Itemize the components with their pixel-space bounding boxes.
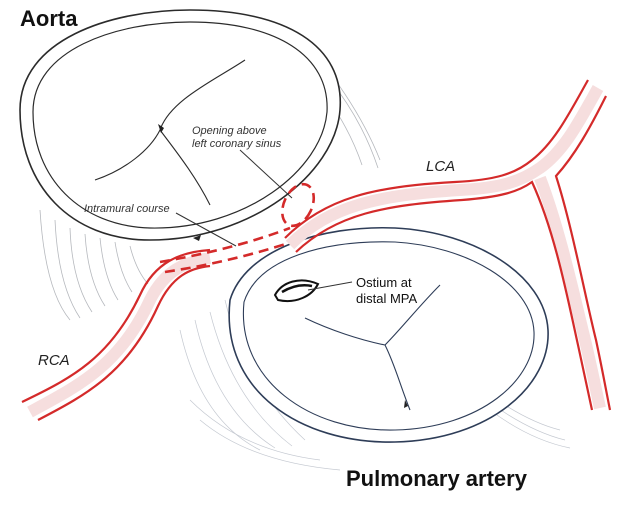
opening-annotation: Opening above left coronary sinus [192, 125, 281, 151]
rca-vessel [21, 248, 212, 421]
ostium-annotation-line2: distal MPA [356, 291, 418, 306]
aorta-label: Aorta [20, 6, 78, 31]
rca-label: RCA [38, 352, 70, 369]
lca-vessel [284, 79, 612, 411]
label-leaders [175, 149, 353, 291]
ostium-annotation-line1: Ostium at [356, 275, 412, 290]
ostium-mpa [273, 279, 320, 302]
intramural-annotation: Intramural course [84, 203, 170, 215]
lca-label: LCA [426, 158, 456, 175]
aorta-vessel [19, 9, 341, 241]
pulmonary-artery-label: Pulmonary artery [346, 466, 527, 491]
opening-annotation-line2: left coronary sinus [192, 138, 282, 150]
opening-annotation-line1: Opening above [192, 125, 267, 137]
ostium-annotation: Ostium at distal MPA [356, 275, 417, 307]
intramural-course [159, 182, 316, 274]
aorta-wall-shading [39, 59, 381, 321]
